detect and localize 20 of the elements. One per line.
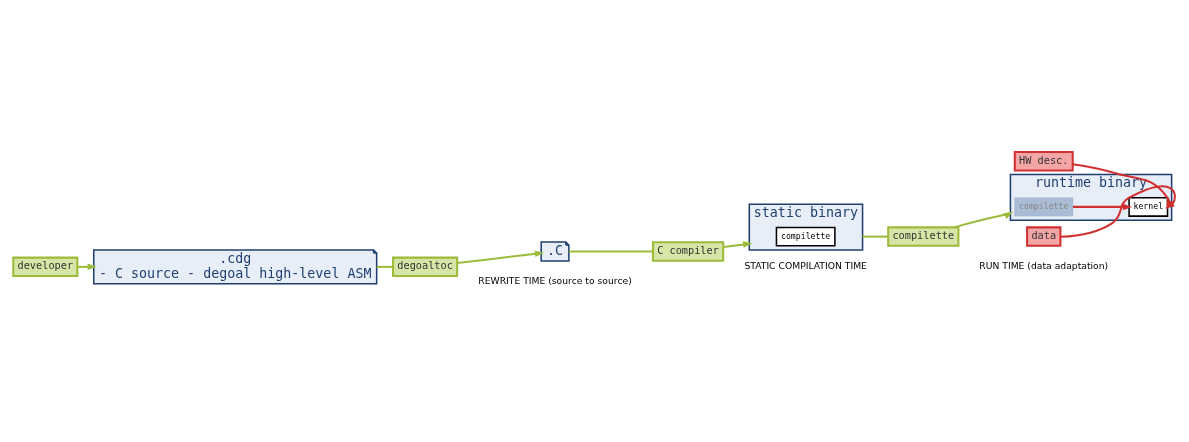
arrow: [457, 250, 545, 264]
label: REWRITE TIME (source to source): [478, 274, 632, 286]
node-box: compilette: [1014, 196, 1074, 216]
connector: [862, 235, 889, 238]
node-box: kernel: [1128, 196, 1169, 217]
node-box: HW desc.: [1013, 150, 1074, 172]
label: STATIC COMPILATION TIME: [744, 259, 867, 271]
connector: [568, 249, 653, 252]
arrow: [723, 240, 753, 248]
connector: [376, 265, 393, 268]
node-box: developer: [12, 256, 79, 277]
arrow: [953, 211, 1014, 228]
node-box: compilette: [887, 225, 960, 247]
node-box: C compiler: [651, 240, 725, 262]
label: RUN TIME (data adaptation): [979, 259, 1109, 271]
arrow: [1072, 203, 1133, 210]
node-box: data: [1026, 225, 1062, 247]
arrow: [77, 263, 97, 270]
node-box: degoaltoc: [392, 256, 459, 277]
node-box: compilette: [775, 226, 836, 247]
